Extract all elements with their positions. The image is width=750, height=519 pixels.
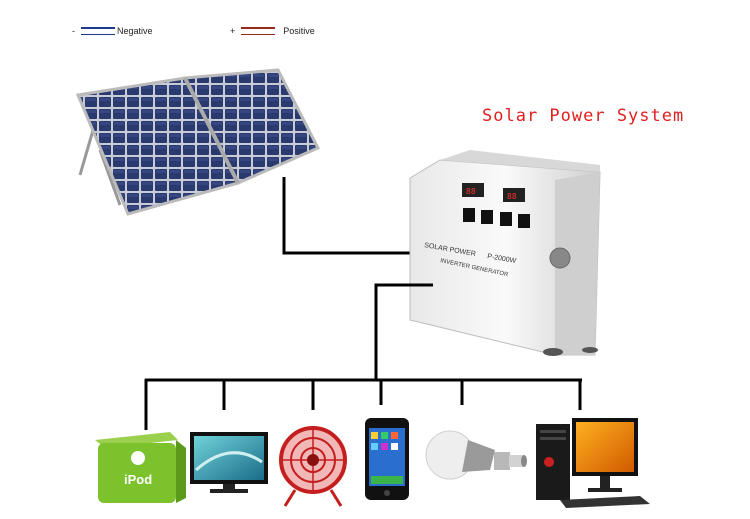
generator-to-bus-wire xyxy=(374,283,433,380)
device-drop-wires xyxy=(144,379,582,430)
fan-icon xyxy=(279,426,347,507)
legend-negative: - Negative xyxy=(72,26,153,36)
svg-text:88: 88 xyxy=(466,187,476,196)
computer-icon xyxy=(536,418,650,508)
positive-label: Positive xyxy=(283,26,315,36)
legend-positive: + Positive xyxy=(230,26,315,36)
ipod-label: iPod xyxy=(124,472,152,487)
light-bulb-icon xyxy=(425,430,527,480)
positive-sign: + xyxy=(230,26,236,36)
inverter-generator-icon: 88 88 xyxy=(409,150,601,356)
negative-line-swatch xyxy=(81,27,115,35)
phone-icon xyxy=(365,418,409,500)
negative-sign: - xyxy=(72,26,75,36)
solar-panel-icon xyxy=(75,68,321,216)
positive-line-swatch xyxy=(241,27,276,35)
panel-to-generator-wire xyxy=(282,177,418,255)
diagram-title: Solar Power System xyxy=(482,106,685,126)
tv-icon xyxy=(190,432,268,493)
negative-label: Negative xyxy=(117,26,153,36)
ipod-icon xyxy=(95,432,186,503)
svg-text:88: 88 xyxy=(507,192,517,201)
